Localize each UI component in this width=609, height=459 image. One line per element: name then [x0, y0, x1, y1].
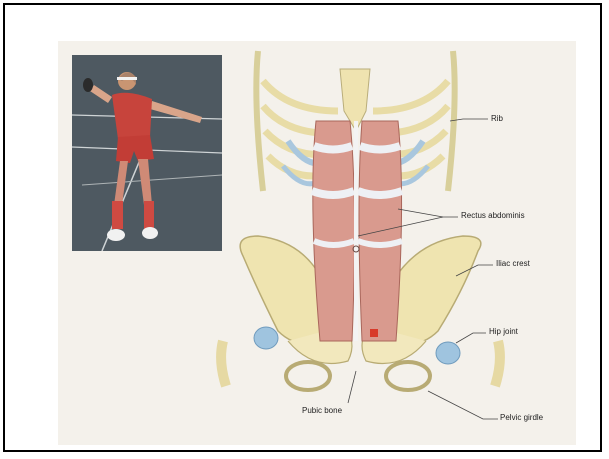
- label-pelvic-girdle: Pelvic girdle: [500, 413, 543, 422]
- slide-frame: Rib Rectus abdominis Iliac crest Hip joi…: [3, 3, 602, 452]
- abdominal-anatomy-drawing: [58, 41, 576, 445]
- textbook-illustration: Rib Rectus abdominis Iliac crest Hip joi…: [58, 41, 576, 445]
- label-iliac-crest: Iliac crest: [496, 259, 530, 268]
- label-rectus-abdominis: Rectus abdominis: [461, 211, 525, 220]
- label-pubic-bone: Pubic bone: [302, 406, 342, 415]
- rectus-abdominis: [312, 121, 402, 341]
- label-hip-joint: Hip joint: [489, 327, 518, 336]
- label-rib: Rib: [491, 114, 503, 123]
